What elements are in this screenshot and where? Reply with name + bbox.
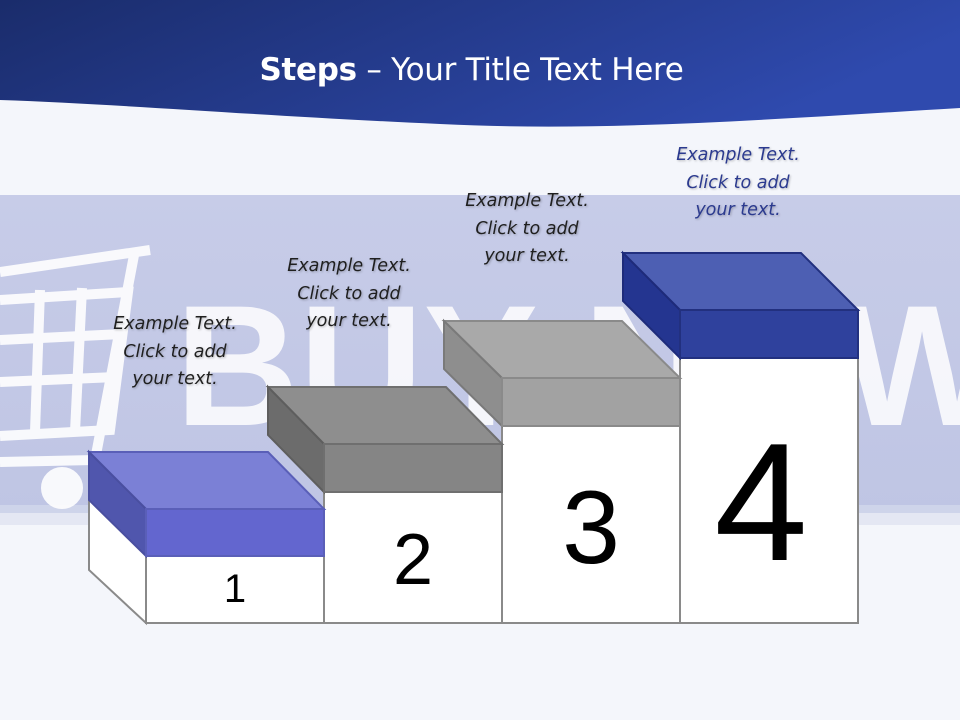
caption-line: Example Text. xyxy=(287,256,411,276)
caption-line: your text. xyxy=(695,200,781,220)
caption-line: your text. xyxy=(306,311,392,331)
step-1-block xyxy=(86,449,327,559)
step-1-caption: Example Text. Click to add your text. xyxy=(75,311,275,394)
step-2-number: 2 xyxy=(392,520,434,600)
caption-line: Example Text. xyxy=(676,145,800,165)
caption-line: Click to add xyxy=(297,283,401,304)
caption-line: Example Text. xyxy=(113,314,237,334)
caption-line: your text. xyxy=(132,369,218,389)
page-title: Steps – Your Title Text Here xyxy=(0,52,943,88)
step-4-block xyxy=(620,250,861,361)
step-4-number: 4 xyxy=(714,408,808,596)
header-band xyxy=(0,0,960,127)
caption-line: your text. xyxy=(484,246,570,266)
step-4-caption: Example Text. Click to add your text. xyxy=(638,142,838,225)
caption-line: Example Text. xyxy=(465,191,589,211)
step-2-caption: Example Text. Click to add your text. xyxy=(249,253,449,336)
step-3-number: 3 xyxy=(562,470,620,586)
step-2-block xyxy=(265,384,505,495)
step-1-number: 1 xyxy=(223,567,247,611)
step-3-caption: Example Text. Click to add your text. xyxy=(427,188,627,271)
step-3-block xyxy=(441,318,683,429)
title-bold: Steps xyxy=(259,52,357,88)
caption-line: Click to add xyxy=(123,341,227,362)
caption-line: Click to add xyxy=(686,172,790,193)
caption-line: Click to add xyxy=(475,218,579,239)
title-rest: – Your Title Text Here xyxy=(356,52,684,88)
